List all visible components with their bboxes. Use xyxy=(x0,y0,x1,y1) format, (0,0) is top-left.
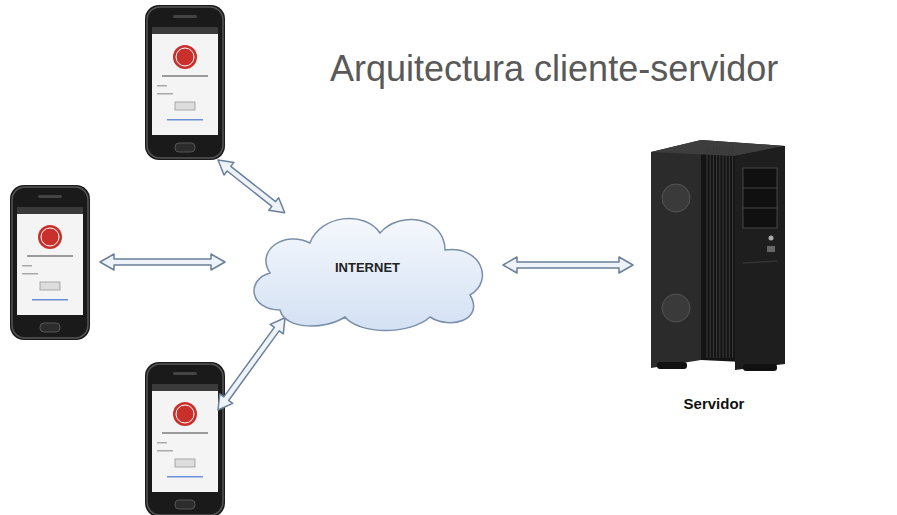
node-label: Servidor xyxy=(684,395,745,412)
cloud-node: INTERNET xyxy=(240,195,495,335)
double-arrow xyxy=(213,154,290,219)
double-arrow-connector xyxy=(503,257,633,273)
node-label: INTERNET xyxy=(335,260,400,275)
phone-client xyxy=(145,5,225,160)
server-node: Servidor xyxy=(643,138,793,418)
diagram-title: Arquitectura cliente-servidor xyxy=(330,48,778,90)
phone-client xyxy=(145,362,225,515)
server-tower xyxy=(643,138,793,373)
phone-client xyxy=(10,185,90,340)
double-arrow xyxy=(100,254,225,270)
double-arrow xyxy=(212,313,292,415)
